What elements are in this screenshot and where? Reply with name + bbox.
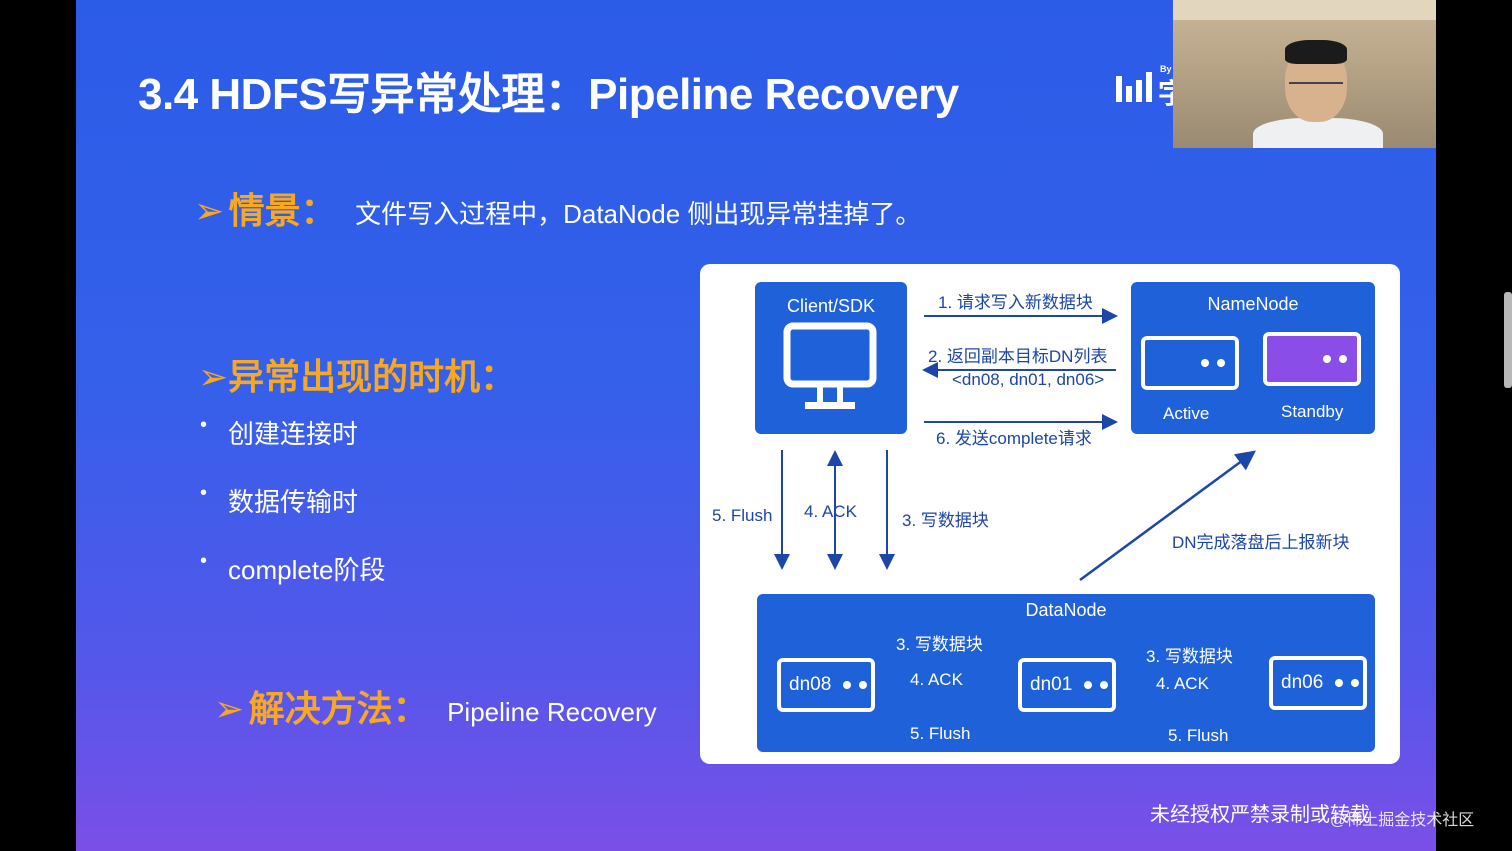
solution-text: Pipeline Recovery <box>447 697 657 727</box>
pipe1-flush-label: 5. Flush <box>910 724 971 743</box>
webcam-feed <box>1173 0 1436 148</box>
scene-label: 情景： <box>228 190 337 231</box>
bullet-icon: • <box>200 550 208 572</box>
dn06-node: dn06 <box>1269 656 1367 710</box>
scene-row: ➢ 情景： 文件写入过程中，DataNode 侧出现异常挂掉了。 <box>194 182 921 234</box>
pipe2-flush-label: 5. Flush <box>1168 726 1229 745</box>
timing-list: •创建连接时 •数据传输时 •complete阶段 <box>200 414 386 618</box>
logo: By 字 <box>1116 64 1186 109</box>
arrow-marker-icon: ➢ <box>214 688 245 729</box>
dn01-node: dn01 <box>1018 658 1116 712</box>
bullet-icon: • <box>200 414 208 436</box>
namenode-box: NameNode Active Standby <box>1131 282 1375 434</box>
timing-row: ➢异常出现的时机： <box>198 348 516 400</box>
write-label: 3. 写数据块 <box>902 511 989 530</box>
copyright-watermark: 未经授权严禁录制或转载 <box>1150 804 1370 826</box>
pipeline-diagram: Client/SDK NameNode Active Standby 1. 请求… <box>700 264 1400 764</box>
scene-text: 文件写入过程中，DataNode 侧出现异常挂掉了。 <box>355 199 922 229</box>
standby-label: Standby <box>1281 402 1344 421</box>
client-box: Client/SDK <box>755 282 907 434</box>
pipe1-write-label: 3. 写数据块 <box>896 635 983 654</box>
list-item: •complete阶段 <box>200 550 386 585</box>
community-watermark: @稀土掘金技术社区 <box>1330 812 1475 829</box>
timing-label: 异常出现的时机： <box>228 356 517 397</box>
monitor-icon <box>783 322 877 409</box>
active-label: Active <box>1163 404 1210 423</box>
list-item: •数据传输时 <box>200 482 359 517</box>
list-item: •创建连接时 <box>200 414 359 449</box>
arrow-marker-icon: ➢ <box>194 190 225 231</box>
namenode-label: NameNode <box>1207 294 1299 314</box>
datanode-label: DataNode <box>1025 600 1107 620</box>
msg1-label: 1. 请求写入新数据块 <box>938 293 1093 312</box>
solution-row: ➢ 解决方法： Pipeline Recovery <box>214 680 657 732</box>
dn08-node: dn08 <box>777 658 875 712</box>
dn08-label: dn08 <box>789 674 832 695</box>
datanode-box: DataNode dn08 dn01 dn06 <box>757 594 1375 752</box>
standby-server-icon <box>1263 332 1361 386</box>
pipe2-ack-label: 4. ACK <box>1156 674 1209 693</box>
arrow-marker-icon: ➢ <box>198 356 229 397</box>
flush-label: 5. Flush <box>712 506 773 525</box>
dn06-label: dn06 <box>1281 672 1324 693</box>
client-label: Client/SDK <box>786 296 876 316</box>
msg2-label: 2. 返回副本目标DN列表 <box>928 347 1108 366</box>
solution-label: 解决方法： <box>248 688 429 729</box>
ack-label: 4. ACK <box>804 502 857 521</box>
report-label: DN完成落盘后上报新块 <box>1172 533 1350 552</box>
scrollbar[interactable] <box>1504 292 1512 388</box>
slide-title: 3.4 HDFS写异常处理：Pipeline Recovery <box>138 70 959 119</box>
pipe1-ack-label: 4. ACK <box>910 670 963 689</box>
pipe2-write-label: 3. 写数据块 <box>1146 647 1233 666</box>
bullet-icon: • <box>200 482 208 504</box>
logo-by: By <box>1160 64 1172 74</box>
dn01-label: dn01 <box>1030 674 1073 695</box>
msg6-label: 6. 发送complete请求 <box>936 429 1092 448</box>
msg2-list-label: <dn08, dn01, dn06> <box>952 370 1105 389</box>
active-server-icon <box>1141 336 1239 390</box>
